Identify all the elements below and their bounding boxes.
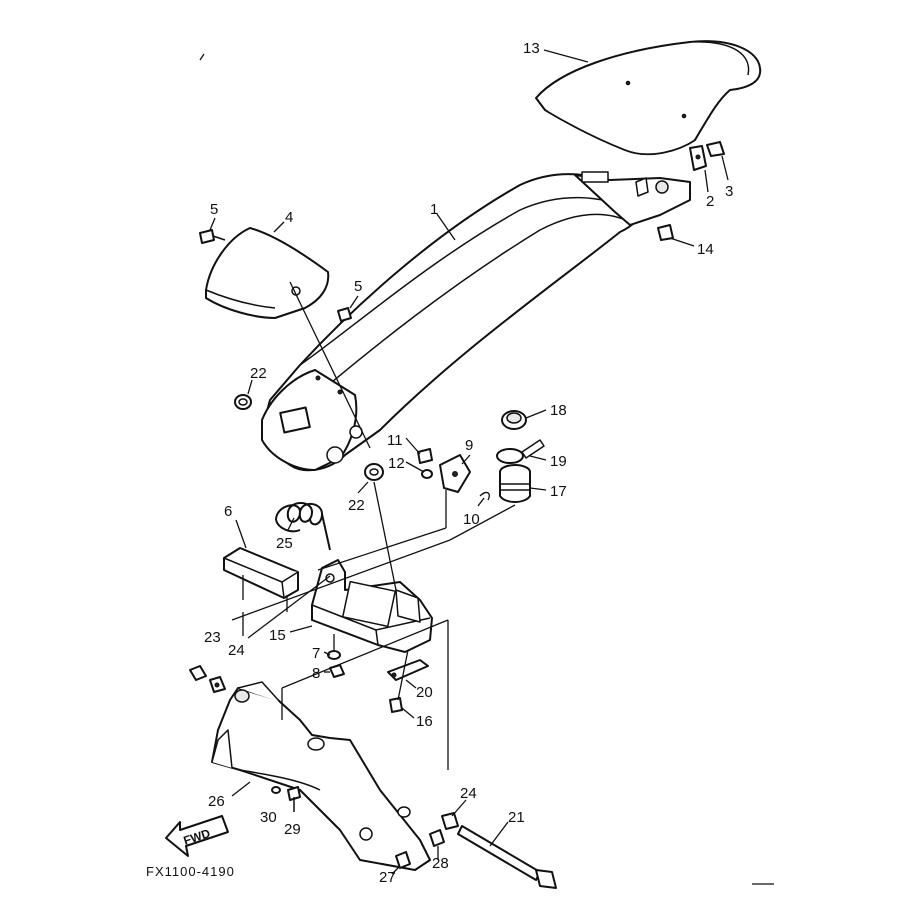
part-18-cap-nut	[501, 410, 527, 430]
part-17-boot	[499, 464, 531, 503]
figure-code: FX1100-4190	[146, 864, 235, 879]
part-29-bolt	[287, 786, 301, 812]
callout-21: 21	[508, 809, 525, 826]
callout-5-lower: 5	[354, 278, 362, 295]
part-24-nut-right	[441, 812, 459, 830]
callout-labels: 13 1 2 3 4 5 5 14 22 22 11 12 9 10 18 19…	[204, 40, 733, 886]
callout-28: 28	[432, 855, 449, 872]
part-28-bolt	[429, 829, 445, 847]
callout-13: 13	[523, 40, 540, 57]
part-24-nut-left	[209, 676, 226, 693]
callout-5-upper: 5	[210, 201, 218, 218]
callout-12: 12	[388, 455, 405, 472]
callout-1: 1	[430, 201, 438, 218]
callout-26: 26	[208, 793, 225, 810]
callout-30: 30	[260, 809, 277, 826]
leader-lines	[209, 49, 729, 875]
callout-20: 20	[416, 684, 433, 701]
callout-6: 6	[224, 503, 232, 520]
part-10-clip	[479, 491, 490, 501]
part-14-screw	[657, 224, 674, 241]
part-7-washer	[327, 650, 341, 660]
callout-2: 2	[706, 193, 714, 210]
part-13-cover-pad	[535, 40, 762, 156]
part-6-stopper	[223, 547, 299, 612]
callout-25: 25	[276, 535, 293, 552]
callout-27: 27	[379, 869, 396, 886]
part-5-bolt-lower	[337, 307, 352, 322]
callout-15: 15	[269, 627, 286, 644]
callout-22-left: 22	[250, 365, 267, 382]
callout-16: 16	[416, 713, 433, 730]
callout-4: 4	[285, 209, 293, 226]
callout-22-right: 22	[348, 497, 365, 514]
callout-24-left: 24	[228, 642, 245, 659]
part-22-grommet-right	[364, 463, 384, 481]
part-22-grommet-left	[234, 394, 252, 410]
part-21-long-bolt	[457, 825, 557, 889]
callout-29: 29	[284, 821, 301, 838]
callout-11: 11	[387, 432, 403, 449]
part-19-clip-ring	[496, 439, 545, 464]
callout-3: 3	[725, 183, 733, 200]
fwd-arrow: FWD	[165, 815, 229, 857]
callout-19: 19	[550, 453, 567, 470]
part-5-bolt-upper	[199, 229, 226, 244]
callout-18: 18	[550, 402, 567, 419]
callout-17: 17	[550, 483, 567, 500]
part-16-bolt	[389, 697, 403, 713]
part-3-bolt	[706, 141, 725, 157]
part-12-washer	[421, 469, 433, 479]
part-11-screw	[417, 448, 433, 464]
callout-23: 23	[204, 629, 221, 646]
part-23-nut	[189, 665, 207, 681]
part-27-bolt	[395, 851, 411, 869]
part-15-base-bracket	[311, 559, 433, 653]
part-30-washer	[271, 786, 281, 794]
part-2-plate	[689, 145, 707, 171]
callout-9: 9	[465, 437, 473, 454]
callout-14: 14	[697, 241, 714, 258]
callout-24-right: 24	[460, 785, 477, 802]
part-1-arm	[261, 171, 691, 472]
callout-10: 10	[463, 511, 480, 528]
callout-7: 7	[312, 645, 320, 662]
part-26-lower-mount	[211, 681, 431, 871]
stray-mark	[199, 53, 205, 61]
part-25-spring	[275, 502, 331, 551]
part-4-cap	[205, 227, 330, 319]
part-20-plate	[387, 659, 429, 681]
callout-8: 8	[312, 665, 320, 682]
